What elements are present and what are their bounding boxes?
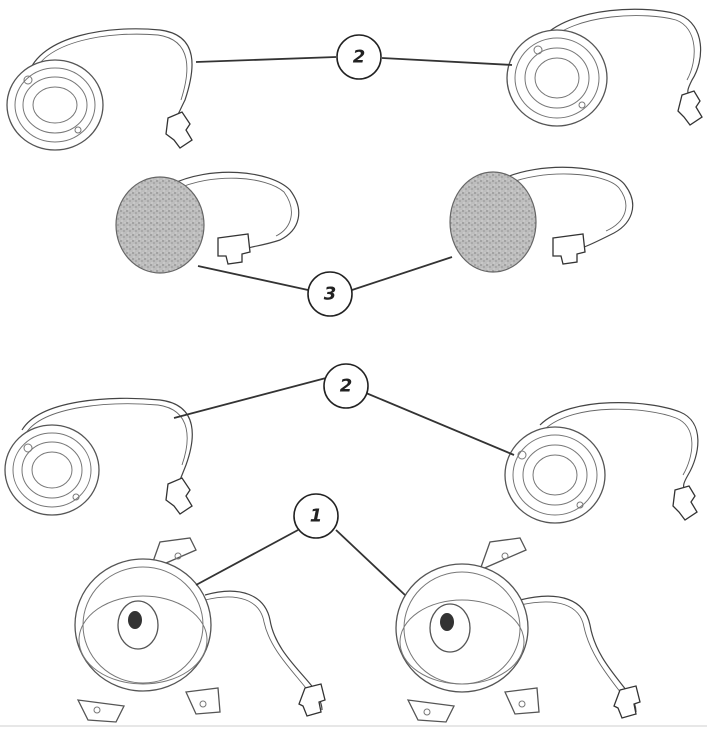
tweeter-right-lower [504,402,699,524]
svg-text:1: 1 [310,506,323,527]
callout-1: 1 [293,493,339,539]
midrange-right [449,166,634,273]
tweeter-right-top [506,8,703,127]
callout-2-lower: 2 [323,363,369,409]
callout-2-top: 2 [336,34,382,80]
leader-lines-callout-3 [197,256,453,291]
svg-text:2: 2 [353,47,366,68]
leader-lines-callout-2-lower [173,377,515,456]
svg-text:2: 2 [340,376,353,397]
woofer-left [74,537,326,723]
svg-text:3: 3 [324,284,337,305]
callout-3: 3 [307,271,353,317]
midrange-left [115,171,300,274]
leader-lines-callout-1 [195,529,406,596]
leader-lines-callout-2-top [195,56,513,66]
woofer-right [395,537,641,723]
tweeter-left-top [6,28,193,151]
tweeter-left-lower [4,397,193,516]
